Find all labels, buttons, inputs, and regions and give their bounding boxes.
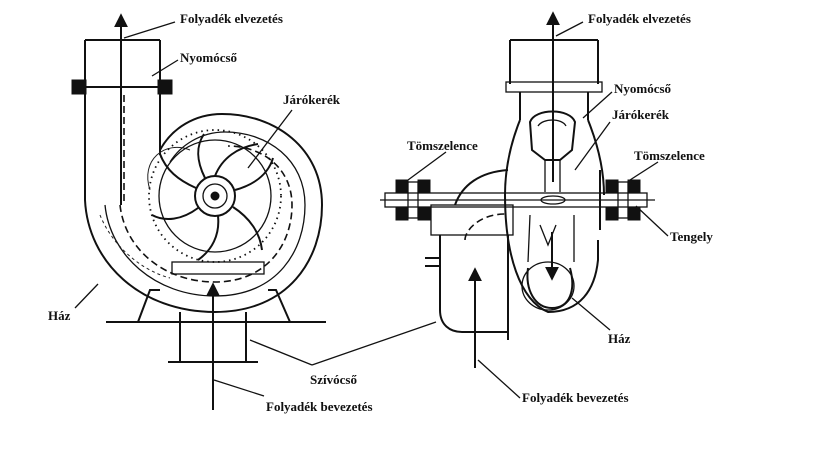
right-casing [503, 110, 605, 314]
suction-pipe-label: Szívócső [310, 372, 357, 387]
left-impeller-label: Járókerék [283, 92, 341, 107]
impeller-left [148, 129, 282, 263]
left-casing [84, 112, 324, 314]
right-suction-body [425, 169, 514, 340]
left-discharge-pipe [71, 39, 173, 200]
left-outlet-label: Folyadék elvezetés [180, 11, 283, 26]
left-casing-label: Ház [48, 308, 71, 323]
labels: Folyadék elvezetés Nyomócső Járókerék Há… [48, 11, 713, 414]
shaft-label: Tengely [670, 229, 713, 244]
gland-right-label: Tömszelence [634, 148, 705, 163]
right-impeller-label: Járókerék [612, 107, 670, 122]
leader-lines [74, 21, 669, 399]
right-casing-label: Ház [608, 331, 631, 346]
gland-right [605, 179, 641, 221]
gland-left-label: Tömszelence [407, 138, 478, 153]
left-discharge-pipe-label: Nyomócső [180, 50, 238, 65]
right-inlet-label: Folyadék bevezetés [522, 390, 629, 405]
left-inlet-label: Folyadék bevezetés [266, 399, 373, 414]
gland-left [395, 179, 431, 221]
left-view [71, 13, 326, 410]
right-discharge-pipe-label: Nyomócső [614, 81, 672, 96]
right-view [380, 11, 655, 368]
right-outlet-label: Folyadék elvezetés [588, 11, 691, 26]
shaft [380, 192, 655, 208]
